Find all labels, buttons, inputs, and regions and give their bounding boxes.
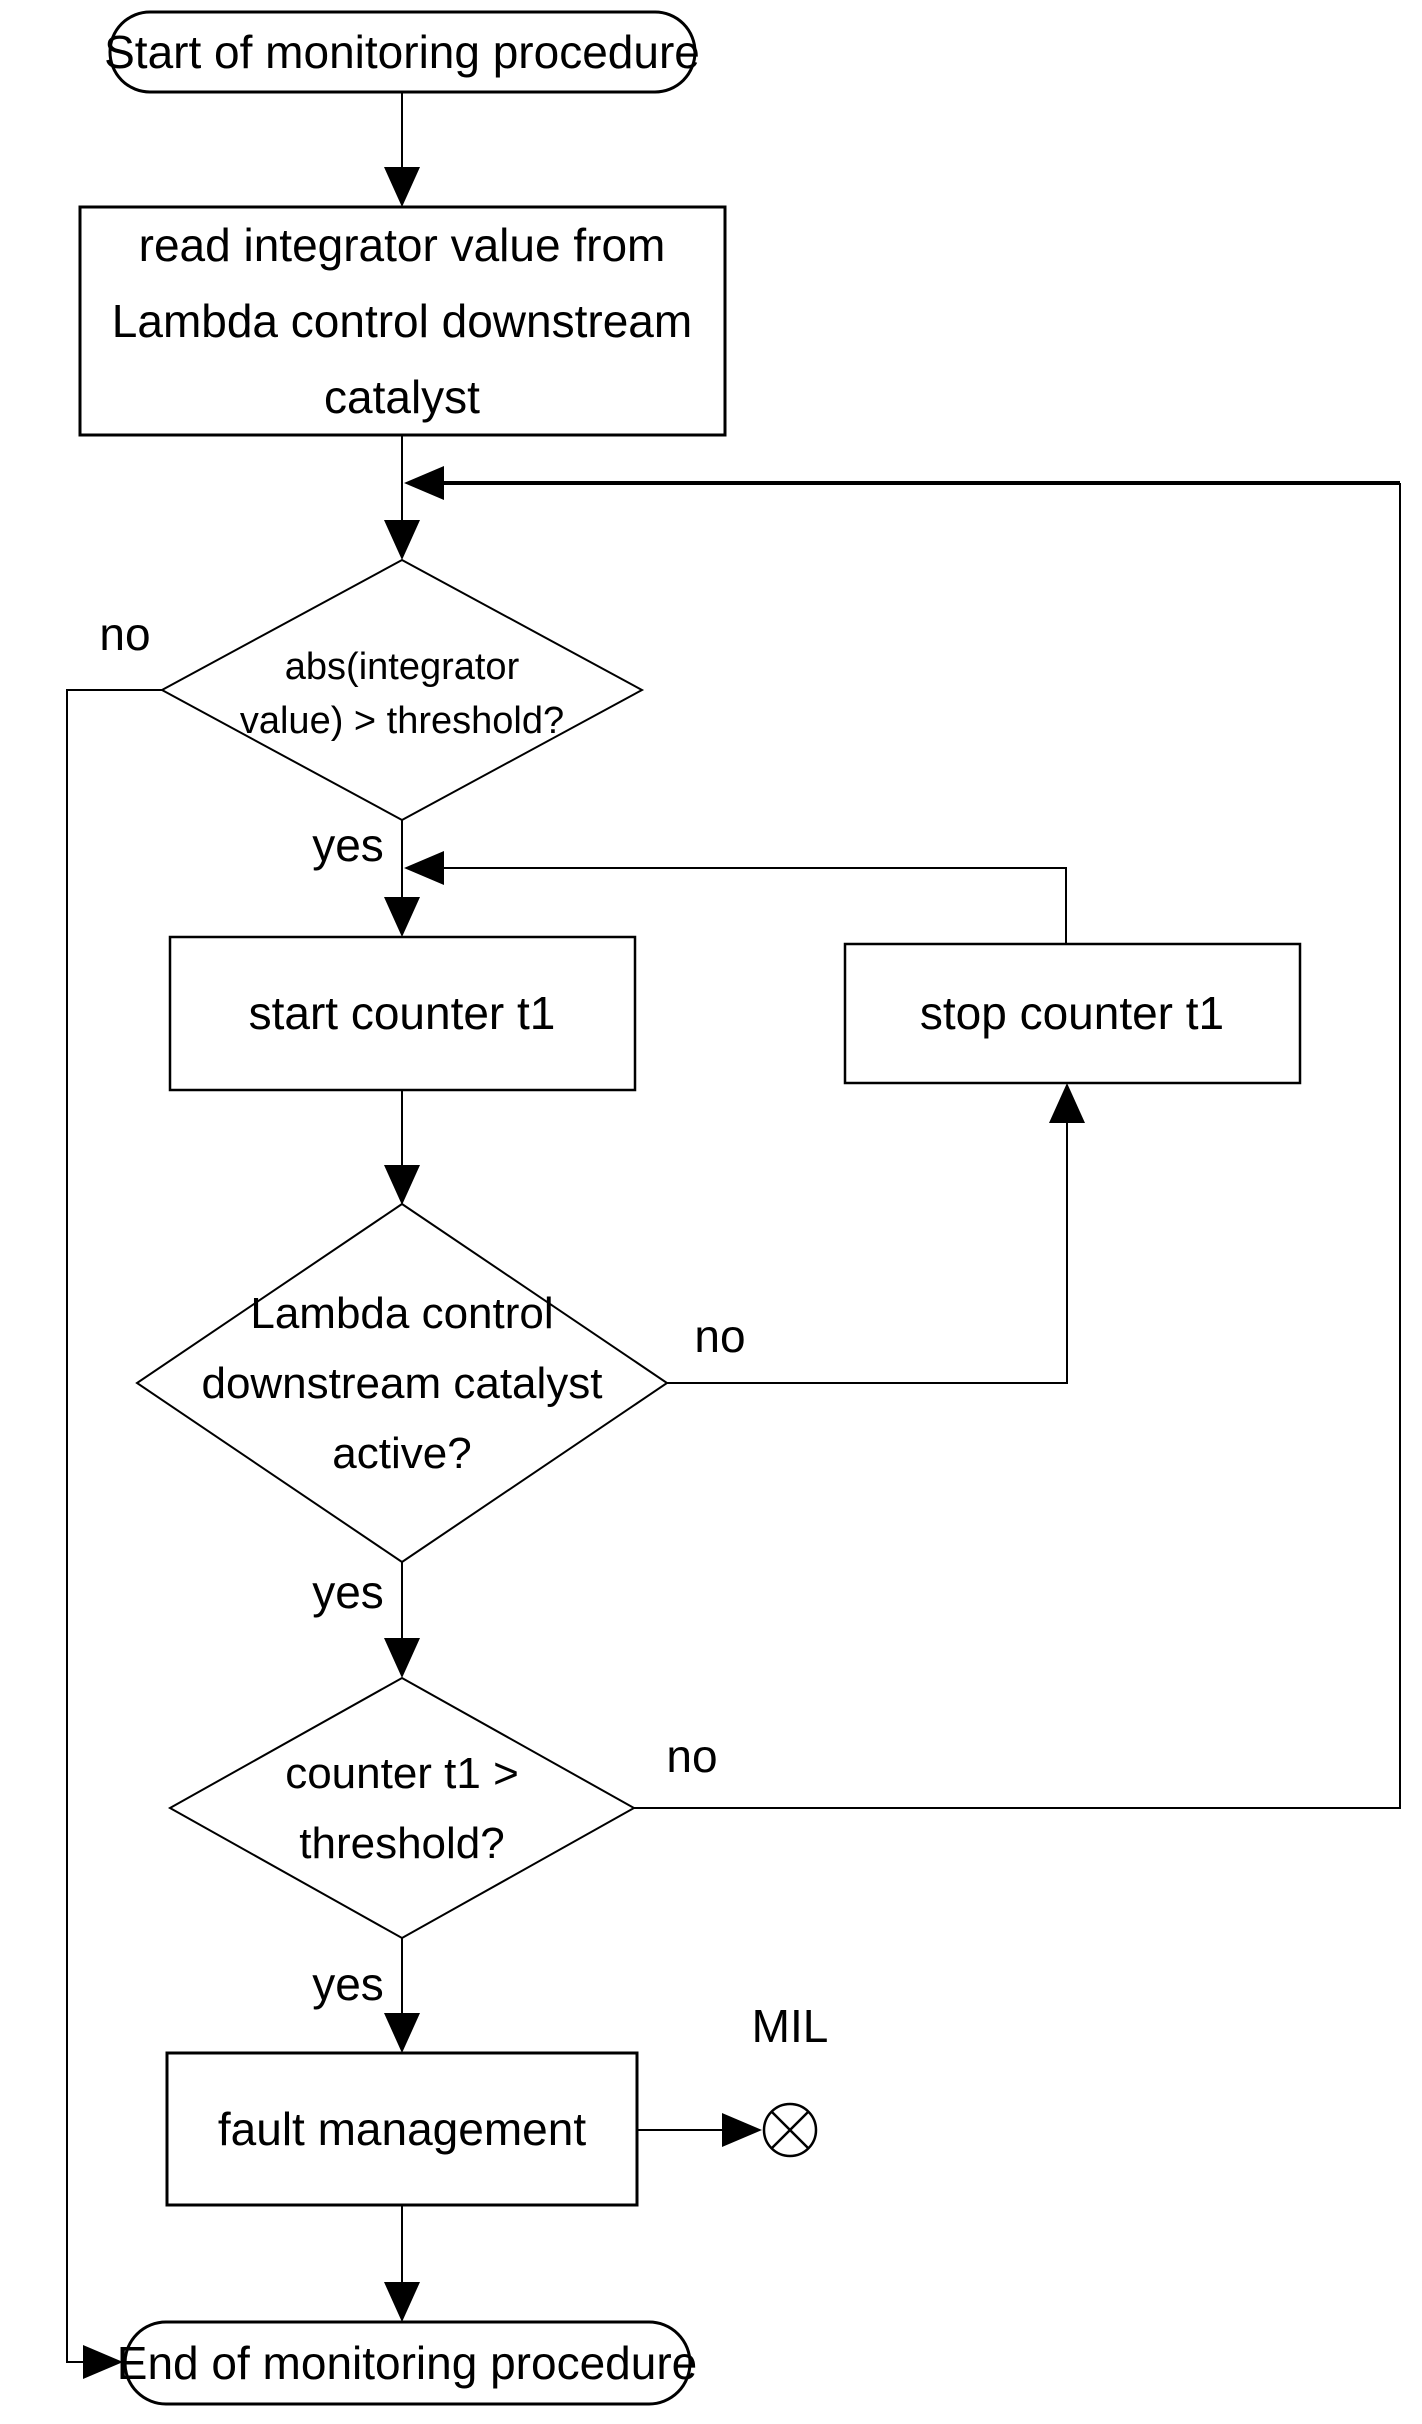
start-counter-shape (168, 935, 637, 1092)
abs-yes-label: yes (312, 819, 384, 871)
start-terminator-shape (108, 10, 697, 94)
node-read-integrator: read integrator value from Lambda contro… (78, 205, 727, 437)
mil-lamp-symbol: MIL (752, 2000, 829, 2158)
edge-lambda-no-to-stopcounter (667, 1121, 1068, 1384)
counter-no-label: no (666, 1730, 717, 1782)
mil-lamp-cross-icon (770, 2110, 810, 2150)
end-terminator-label: End of monitoring procedure (117, 2337, 697, 2389)
arrow-into-counter-diamond (384, 1638, 420, 1678)
arrow-into-read-box (384, 167, 420, 207)
node-stop-counter: stop counter t1 (843, 942, 1302, 1085)
node-lambda-decision: Lambda control downstream catalyst activ… (135, 1202, 669, 1564)
lambda-decision-line1: Lambda control (250, 1289, 553, 1338)
stop-counter-shape (843, 942, 1302, 1085)
lambda-yes-label: yes (312, 1566, 384, 1618)
arrowheads (83, 167, 1085, 2379)
arrow-into-abs-diamond (384, 520, 420, 560)
arrow-feedback-top-junction (404, 466, 444, 500)
end-terminator-shape (123, 2320, 692, 2406)
lambda-no-label: no (694, 1310, 745, 1362)
abs-no-label: no (99, 608, 150, 660)
arrow-into-mil-lamp (722, 2113, 762, 2147)
arrow-stoploop-junction (404, 851, 444, 885)
counter-decision-line1: counter t1 > (285, 1749, 519, 1798)
lambda-decision-shape (135, 1202, 669, 1564)
arrow-into-lambda-diamond (384, 1165, 420, 1205)
counter-decision-shape (167, 1676, 637, 1940)
read-integrator-line1: read integrator value from (139, 219, 666, 271)
read-integrator-line2: Lambda control downstream (112, 295, 692, 347)
start-terminator-label: Start of monitoring procedure (104, 26, 700, 78)
arrow-into-end-terminator (384, 2282, 420, 2322)
node-start-counter: start counter t1 (168, 935, 637, 1092)
node-counter-decision: counter t1 > threshold? (167, 1676, 637, 1940)
arrow-no-into-end-terminator (83, 2345, 123, 2379)
fault-management-shape (165, 2051, 639, 2207)
abs-decision-line1: abs(integrator (285, 646, 520, 688)
mil-label: MIL (752, 2000, 829, 2052)
abs-decision-line2: value) > threshold? (240, 700, 564, 742)
node-start-terminator: Start of monitoring procedure (104, 10, 700, 94)
node-end-terminator: End of monitoring procedure (117, 2320, 697, 2406)
fault-management-label: fault management (218, 2103, 586, 2155)
read-integrator-shape (78, 205, 727, 437)
node-fault-management: fault management (165, 2051, 639, 2207)
counter-decision-line2: threshold? (299, 1819, 504, 1868)
arrow-into-start-counter (384, 897, 420, 937)
read-integrator-line3: catalyst (324, 371, 480, 423)
start-counter-label: start counter t1 (249, 987, 556, 1039)
lambda-decision-line3: active? (332, 1429, 471, 1478)
lambda-decision-line2: downstream catalyst (201, 1359, 602, 1408)
counter-yes-label: yes (312, 1958, 384, 2010)
flow-lines (66, 92, 1401, 2363)
abs-decision-shape (159, 558, 645, 822)
edge-labels: no yes no yes no yes (99, 608, 745, 2010)
stop-counter-label: stop counter t1 (920, 987, 1224, 1039)
edge-stopcounter-to-junction (444, 867, 1067, 944)
edge-counter-no-loop (634, 483, 1401, 1809)
node-abs-decision: abs(integrator value) > threshold? (159, 558, 645, 822)
arrow-into-stop-counter (1049, 1083, 1085, 1123)
arrow-into-fault-box (384, 2013, 420, 2053)
edge-abs-no-to-end (66, 689, 162, 2363)
